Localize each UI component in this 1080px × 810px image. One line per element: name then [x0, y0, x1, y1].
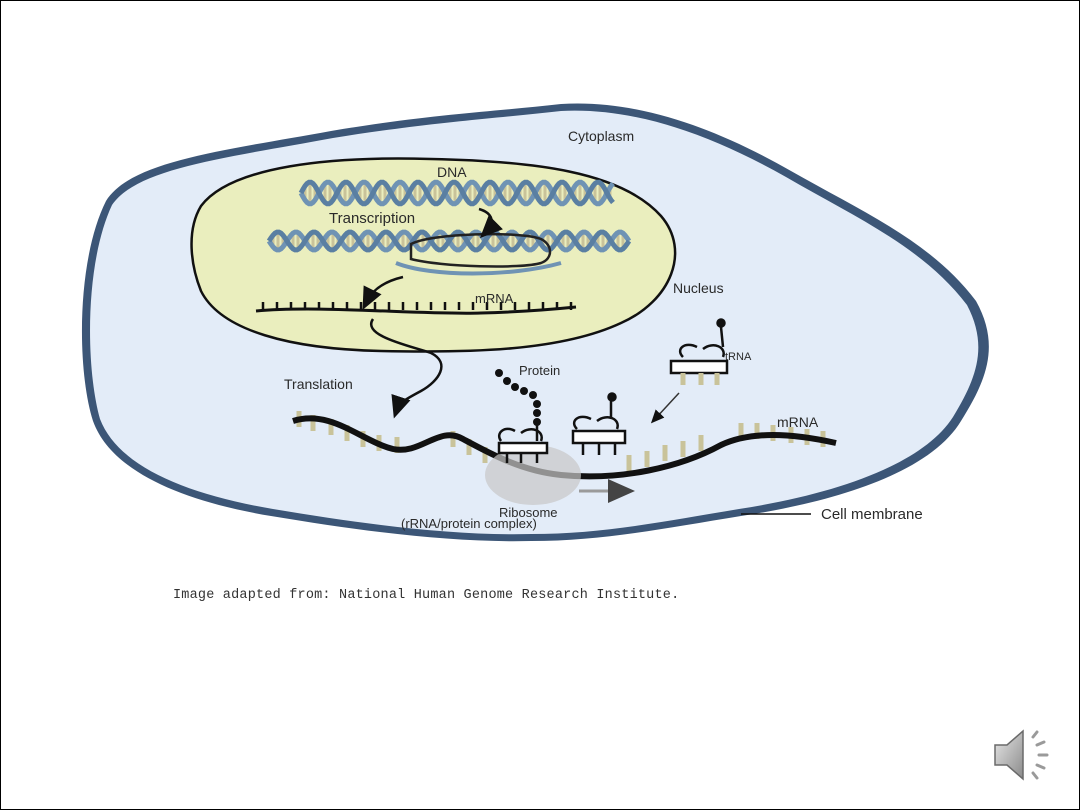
- trna-incoming: [571, 392, 627, 455]
- label-mrna-cytoplasm: mRNA: [777, 414, 819, 430]
- label-mrna-nucleus: mRNA: [475, 291, 514, 306]
- trna-arrow: [650, 392, 680, 424]
- label-protein: Protein: [519, 363, 560, 378]
- translation-arrow: [369, 318, 443, 419]
- label-dna: DNA: [437, 164, 467, 180]
- mrna-arrow: [362, 275, 404, 310]
- speaker-button[interactable]: [989, 723, 1061, 787]
- label-translation: Translation: [284, 376, 353, 392]
- transcription-arrow: [478, 207, 503, 239]
- trna-free: [669, 318, 729, 385]
- label-transcription: Transcription: [329, 210, 415, 227]
- nucleus: [190, 157, 677, 353]
- image-credit-caption: Image adapted from: National Human Genom…: [173, 588, 680, 603]
- dna-helix: [298, 179, 615, 207]
- label-nucleus: Nucleus: [673, 280, 724, 296]
- transcription-helix: [266, 229, 632, 276]
- label-trna: tRNA: [725, 351, 752, 363]
- label-ribosome: Ribosome: [499, 505, 558, 520]
- label-ribosome-sub: (rRNA/protein complex): [401, 516, 537, 531]
- nucleus-mrna-strand: [255, 302, 577, 315]
- protein-chain: [495, 369, 541, 441]
- label-cell-membrane: Cell membrane: [821, 506, 923, 523]
- ribosome: [485, 445, 581, 505]
- speaker-icon: [994, 729, 1049, 781]
- label-cytoplasm: Cytoplasm: [568, 128, 634, 144]
